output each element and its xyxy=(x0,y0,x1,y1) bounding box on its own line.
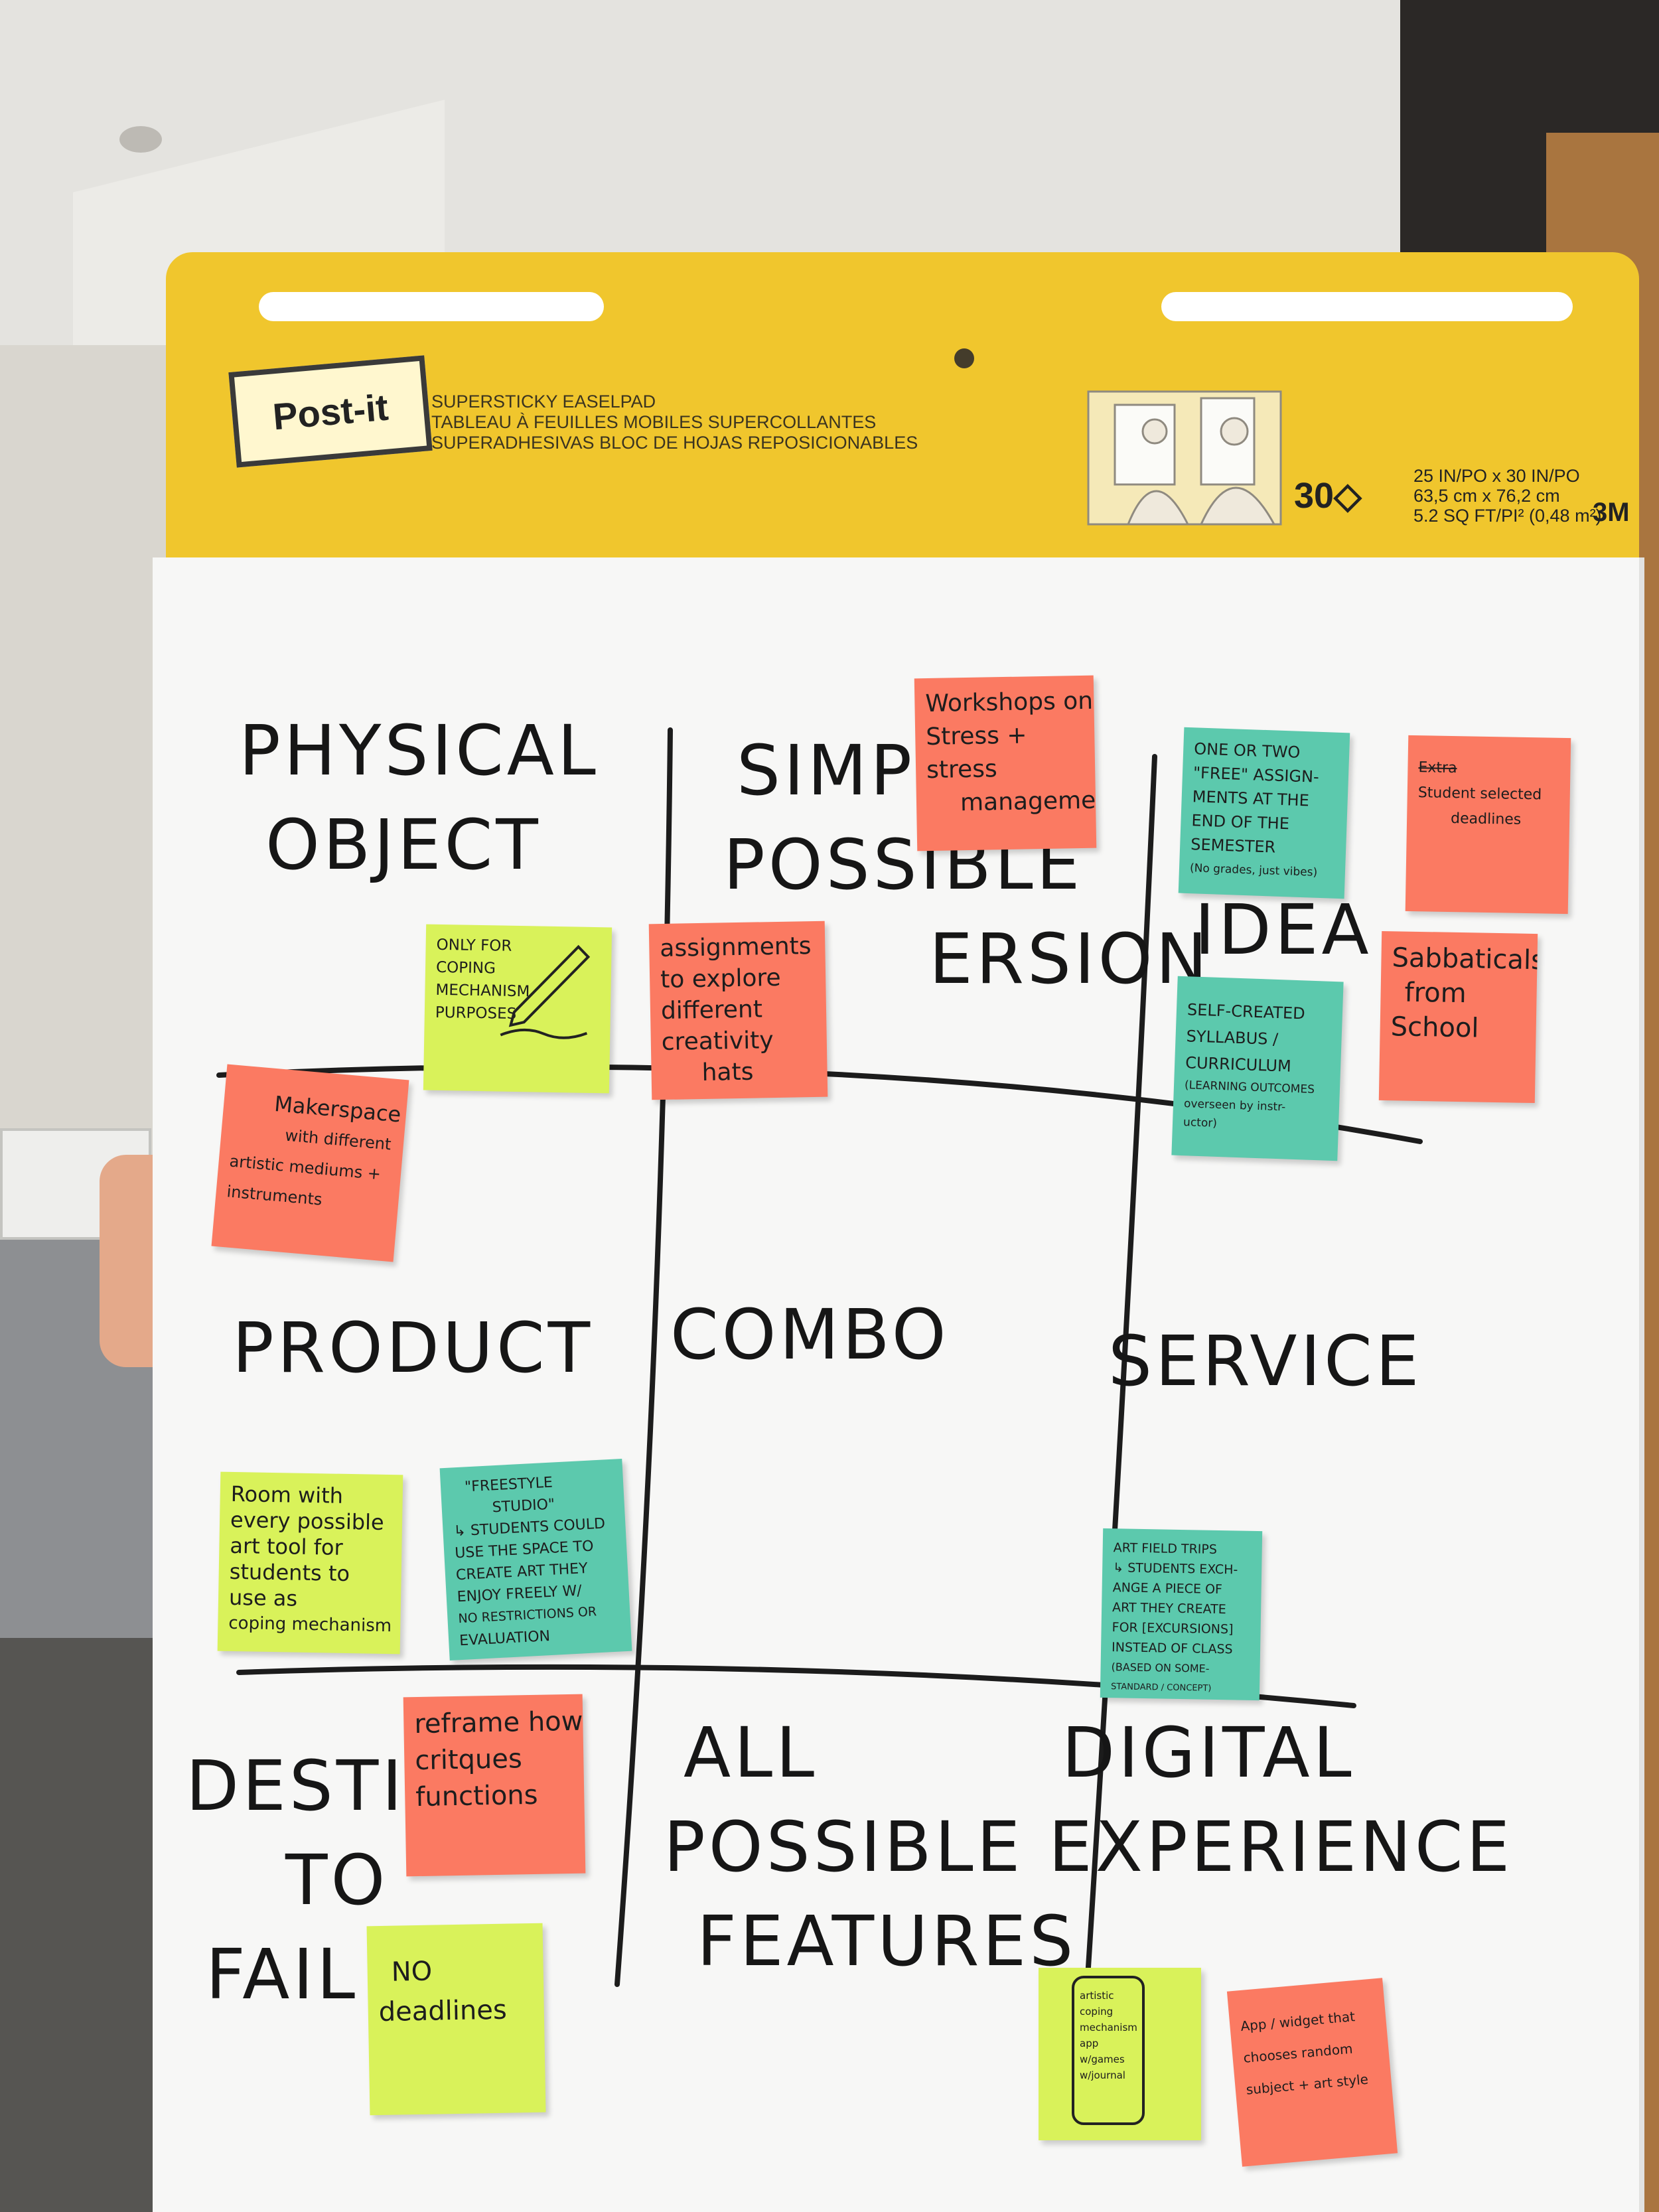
sheet-count-value: 30 xyxy=(1294,476,1334,516)
heading-idea: IDEA xyxy=(1194,889,1372,970)
pad-line: TABLEAU À FEUILLES MOBILES SUPERCOLLANTE… xyxy=(431,412,877,432)
heading-destined-to-fail: DESTI TO FAIL xyxy=(186,1745,405,2015)
pad-size-line: 25 IN/PO x 30 IN/PO xyxy=(1413,466,1580,486)
heading-digital-experience: DIGITAL EXPERIENCE xyxy=(1048,1712,1513,1887)
note-line: STANDARD / CONCEPT) xyxy=(1110,1682,1212,1694)
note-line: ART FIELD TRIPS xyxy=(1113,1540,1218,1557)
note-line: School xyxy=(1390,1011,1479,1044)
note-line: Student selected xyxy=(1417,784,1542,804)
note-self-created-syllabus: SELF-CREATED SYLLABUS / CURRICULUM (LEAR… xyxy=(1171,976,1344,1161)
note-line: coping mechanism xyxy=(228,1613,392,1637)
note-line: different xyxy=(660,995,763,1025)
note-line: critques xyxy=(414,1743,523,1777)
heading-product: PRODUCT xyxy=(232,1307,594,1388)
sheet-icon: ◇ xyxy=(1334,476,1362,516)
note-assignments-creativity-hats: assignments to explore different creativ… xyxy=(648,921,828,1100)
pad-size-line: 63,5 cm x 76,2 cm xyxy=(1413,486,1560,506)
note-reframe-critiques: reframe how critques functions xyxy=(403,1694,586,1877)
note-line: Sabbaticals xyxy=(1392,942,1538,976)
note-line: management xyxy=(960,786,1097,817)
note-line: use as xyxy=(228,1584,298,1611)
floor xyxy=(0,1626,173,2212)
note-freestyle-studio: "FREESTYLE STUDIO" ↳ STUDENTS COULD USE … xyxy=(439,1459,632,1660)
pen-icon xyxy=(500,944,591,1039)
note-makerspace: Makerspace with different artistic mediu… xyxy=(211,1064,409,1262)
note-no-deadlines: NO deadlines xyxy=(366,1923,546,2116)
note-room-with-every-art-tool: Room with every possible art tool for st… xyxy=(217,1471,403,1655)
sheet-count: 30◇ xyxy=(1294,475,1362,516)
note-student-selected-deadlines: Extra Student selected deadlines xyxy=(1405,735,1571,915)
note-line: ART THEY CREATE xyxy=(1112,1600,1226,1617)
3m-logo: 3M xyxy=(1593,498,1630,527)
note-coping-app-phone: artistic coping mechanism app w/games w/… xyxy=(1039,1968,1201,2140)
heading-line: EXPERIENCE xyxy=(1048,1806,1514,1887)
note-line: coping xyxy=(1080,2006,1114,2018)
note-art-field-trips: ART FIELD TRIPS ↳ STUDENTS EXCH- ANGE A … xyxy=(1100,1528,1263,1701)
note-workshops: Workshops on Stress + stress management xyxy=(914,675,1097,851)
heading-line: FAIL xyxy=(206,1934,359,2015)
note-line: NO xyxy=(391,1956,433,1988)
pad-header: Post-it SUPERSTICKY EASELPAD TABLEAU À F… xyxy=(166,252,1639,571)
pad-line: SUPERADHESIVAS BLOC DE HOJAS REPOSICIONA… xyxy=(431,433,918,453)
heading-line: ALL xyxy=(684,1712,818,1793)
heading-line: DESTI xyxy=(186,1745,406,1826)
note-line: w/games xyxy=(1080,2053,1125,2065)
note-line: FOR [EXCURSIONS] xyxy=(1112,1620,1234,1637)
note-line: w/journal xyxy=(1080,2069,1125,2081)
note-line: creativity xyxy=(661,1027,774,1057)
note-line: artistic xyxy=(1080,1990,1114,2002)
note-line: every possible xyxy=(230,1507,385,1535)
heading-line: TO xyxy=(285,1840,389,1921)
note-line: Extra xyxy=(1418,759,1457,777)
note-line: (No grades, just vibes) xyxy=(1189,861,1318,879)
note-only-for-coping: ONLY FOR COPING MECHANISM PURPOSES xyxy=(423,924,613,1094)
note-sabbaticals: Sabbaticals from School xyxy=(1378,930,1538,1104)
note-line: functions xyxy=(415,1779,538,1813)
pad-sizes: 25 IN/PO x 30 IN/PO 63,5 cm x 76,2 cm 5.… xyxy=(1413,466,1602,526)
heading-physical-object: PHYSICAL OBJECT xyxy=(239,710,599,885)
pad-description: SUPERSTICKY EASELPAD TABLEAU À FEUILLES … xyxy=(431,392,1029,453)
note-line: ANGE A PIECE OF xyxy=(1112,1580,1223,1597)
note-line: Workshops on xyxy=(925,687,1094,718)
note-line: hats xyxy=(701,1058,754,1086)
note-line: INSTEAD OF CLASS xyxy=(1111,1640,1233,1657)
note-line: Room with xyxy=(230,1481,344,1509)
heading-line: PHYSICAL xyxy=(239,710,599,791)
pad-line: SUPERSTICKY EASELPAD xyxy=(431,392,656,411)
note-line: deadlines xyxy=(1450,810,1522,828)
heading-line: POSSIBLE xyxy=(664,1806,1024,1887)
note-line: deadlines xyxy=(378,1994,508,2028)
note-line: mechanism xyxy=(1080,2022,1137,2033)
note-line: to explore xyxy=(660,964,781,994)
note-line: assignments xyxy=(660,932,812,963)
people-illustration xyxy=(1087,390,1282,526)
note-one-or-two-free-assignments: ONE OR TWO "FREE" ASSIGN- MENTS AT THE E… xyxy=(1178,727,1350,899)
note-line: art tool for xyxy=(230,1532,343,1560)
note-line: reframe how xyxy=(413,1706,583,1740)
heading-line: FEATURES xyxy=(697,1901,1077,1982)
post-it-logo: Post-it xyxy=(228,355,433,468)
note-app-widget-random-subject: App / widget that chooses random subject… xyxy=(1226,1978,1398,2167)
heading-service: SERVICE xyxy=(1108,1321,1423,1402)
note-line: app xyxy=(1080,2037,1099,2049)
hanging-slot-left xyxy=(259,292,604,321)
heading-all-possible-features: ALL POSSIBLE FEATURES xyxy=(664,1712,1077,1982)
note-line: (BASED ON SOME- xyxy=(1111,1660,1210,1675)
pad-size-line: 5.2 SQ FT/PI² (0,48 m²) xyxy=(1413,506,1602,526)
ceiling-sprinkler xyxy=(119,126,162,153)
note-line: ↳ STUDENTS EXCH- xyxy=(1113,1560,1238,1578)
heading-line: OBJECT xyxy=(265,804,541,885)
note-line: stress xyxy=(926,755,998,784)
note-line: Stress + xyxy=(925,721,1027,751)
phone-sketch: artistic coping mechanism app w/games w/… xyxy=(1072,1976,1145,2125)
heading-line: ERSION xyxy=(929,919,1211,999)
heading-combo: COMBO xyxy=(670,1294,950,1375)
easel-pad: Post-it SUPERSTICKY EASELPAD TABLEAU À F… xyxy=(133,252,1659,2212)
heading-line: DIGITAL xyxy=(1062,1712,1355,1793)
hanging-hole xyxy=(954,348,974,368)
hanging-slot-right xyxy=(1161,292,1573,321)
note-line: students to xyxy=(229,1558,350,1587)
note-line: from xyxy=(1404,977,1467,1009)
